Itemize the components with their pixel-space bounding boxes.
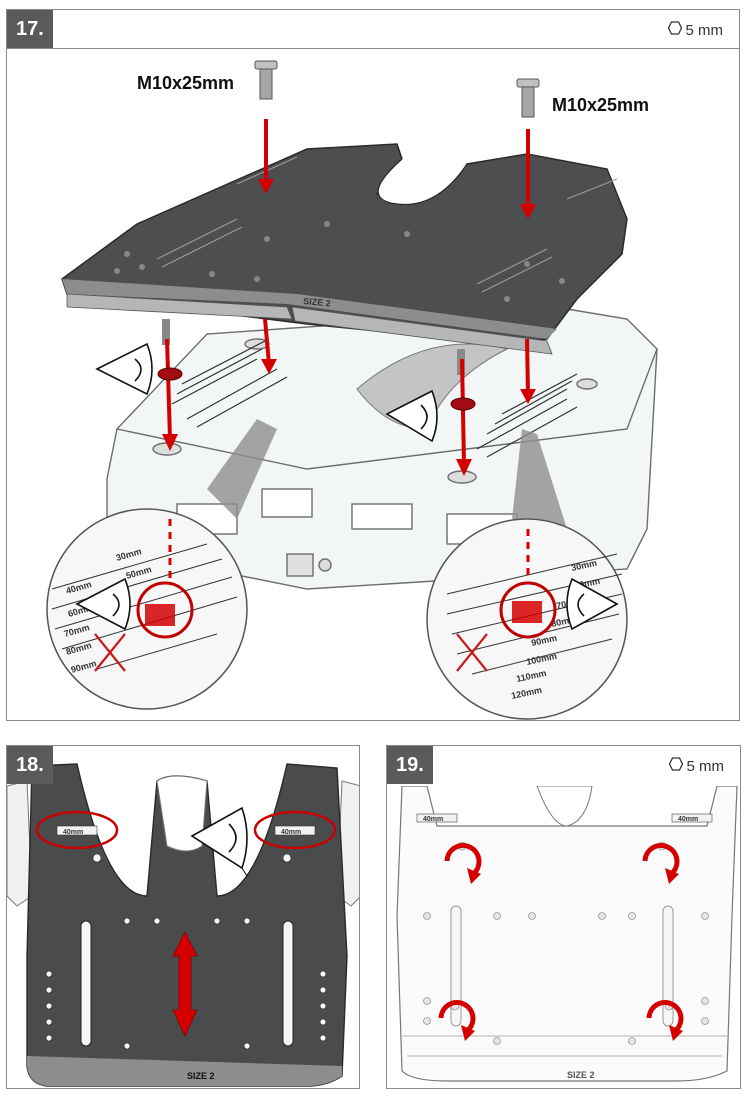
- eye-icon: [95, 342, 153, 396]
- zoom-detail-left: 30mm 40mm 50mm 60mm 70mm 80mm 90mm: [46, 508, 248, 710]
- step-19-panel: 19. 5 mm 40mm 40mm: [386, 745, 741, 1089]
- tool-size: 5 mm: [686, 757, 725, 775]
- screw-label-right: M10x25mm: [552, 95, 649, 115]
- washer-left: [157, 367, 183, 381]
- hex-key-icon: [667, 21, 682, 39]
- seat-plate: [396, 786, 738, 1082]
- step-19-illustration: 40mm 40mm SIZE 2: [396, 786, 738, 1082]
- seat-plate: SIZE 2: [61, 143, 628, 375]
- step-18-illustration: 40mm 40mm SIZE 2: [7, 763, 359, 1087]
- rotate-arrow-icon: [642, 843, 680, 876]
- cross-mark-icon: [456, 633, 488, 672]
- rotate-arrow-icon: [438, 1000, 476, 1033]
- tool-spec: 5 mm: [668, 757, 725, 775]
- eye-icon: [190, 806, 248, 870]
- seat-plate: [26, 763, 348, 1087]
- step-17-illustration: SIZE 2 M10x25mm M10x25mm: [46, 60, 658, 720]
- screw-label-left: M10x25mm: [137, 73, 234, 93]
- step-18-panel: 40mm 40mm SIZE 2 18.: [6, 745, 360, 1089]
- tag-left: 40mm: [423, 816, 443, 823]
- eye-icon: [75, 577, 131, 631]
- zoom-detail-right: 30mm 40mm 70mm 80mm 90mm 100mm 110mm 120…: [426, 518, 628, 720]
- tool-spec: 5 mm: [667, 21, 724, 39]
- zoom-cone-left: [207, 419, 277, 519]
- step-17-panel: 17. 5 mm: [6, 9, 740, 721]
- zoom-cone-right: [512, 429, 567, 529]
- eye-icon: [566, 577, 619, 631]
- step-number: 19.: [387, 746, 433, 784]
- size-mark: SIZE 2: [187, 1071, 215, 1081]
- hex-key-icon: [668, 757, 683, 775]
- plate-size-mark: SIZE 2: [303, 296, 331, 308]
- screw-left: [254, 60, 278, 100]
- step-number: 17.: [7, 10, 53, 48]
- double-arrow-icon: [172, 931, 198, 1037]
- center-fin: [356, 343, 509, 430]
- tag-right: 40mm: [281, 829, 301, 836]
- rotate-arrow-icon: [444, 843, 482, 876]
- base-slots: [171, 340, 578, 458]
- cross-mark-icon: [94, 633, 126, 672]
- header-divider: [7, 48, 739, 49]
- size-mark: SIZE 2: [567, 1070, 595, 1080]
- tag-right: 40mm: [678, 816, 698, 823]
- rotate-arrow-icon: [646, 1000, 684, 1033]
- step-number: 18.: [7, 746, 53, 784]
- eye-icon: [385, 389, 438, 443]
- washer-right: [450, 397, 476, 411]
- screw-right: [516, 78, 540, 118]
- insertion-arrows: [162, 119, 536, 476]
- tool-size: 5 mm: [685, 21, 724, 39]
- tag-left: 40mm: [63, 829, 83, 836]
